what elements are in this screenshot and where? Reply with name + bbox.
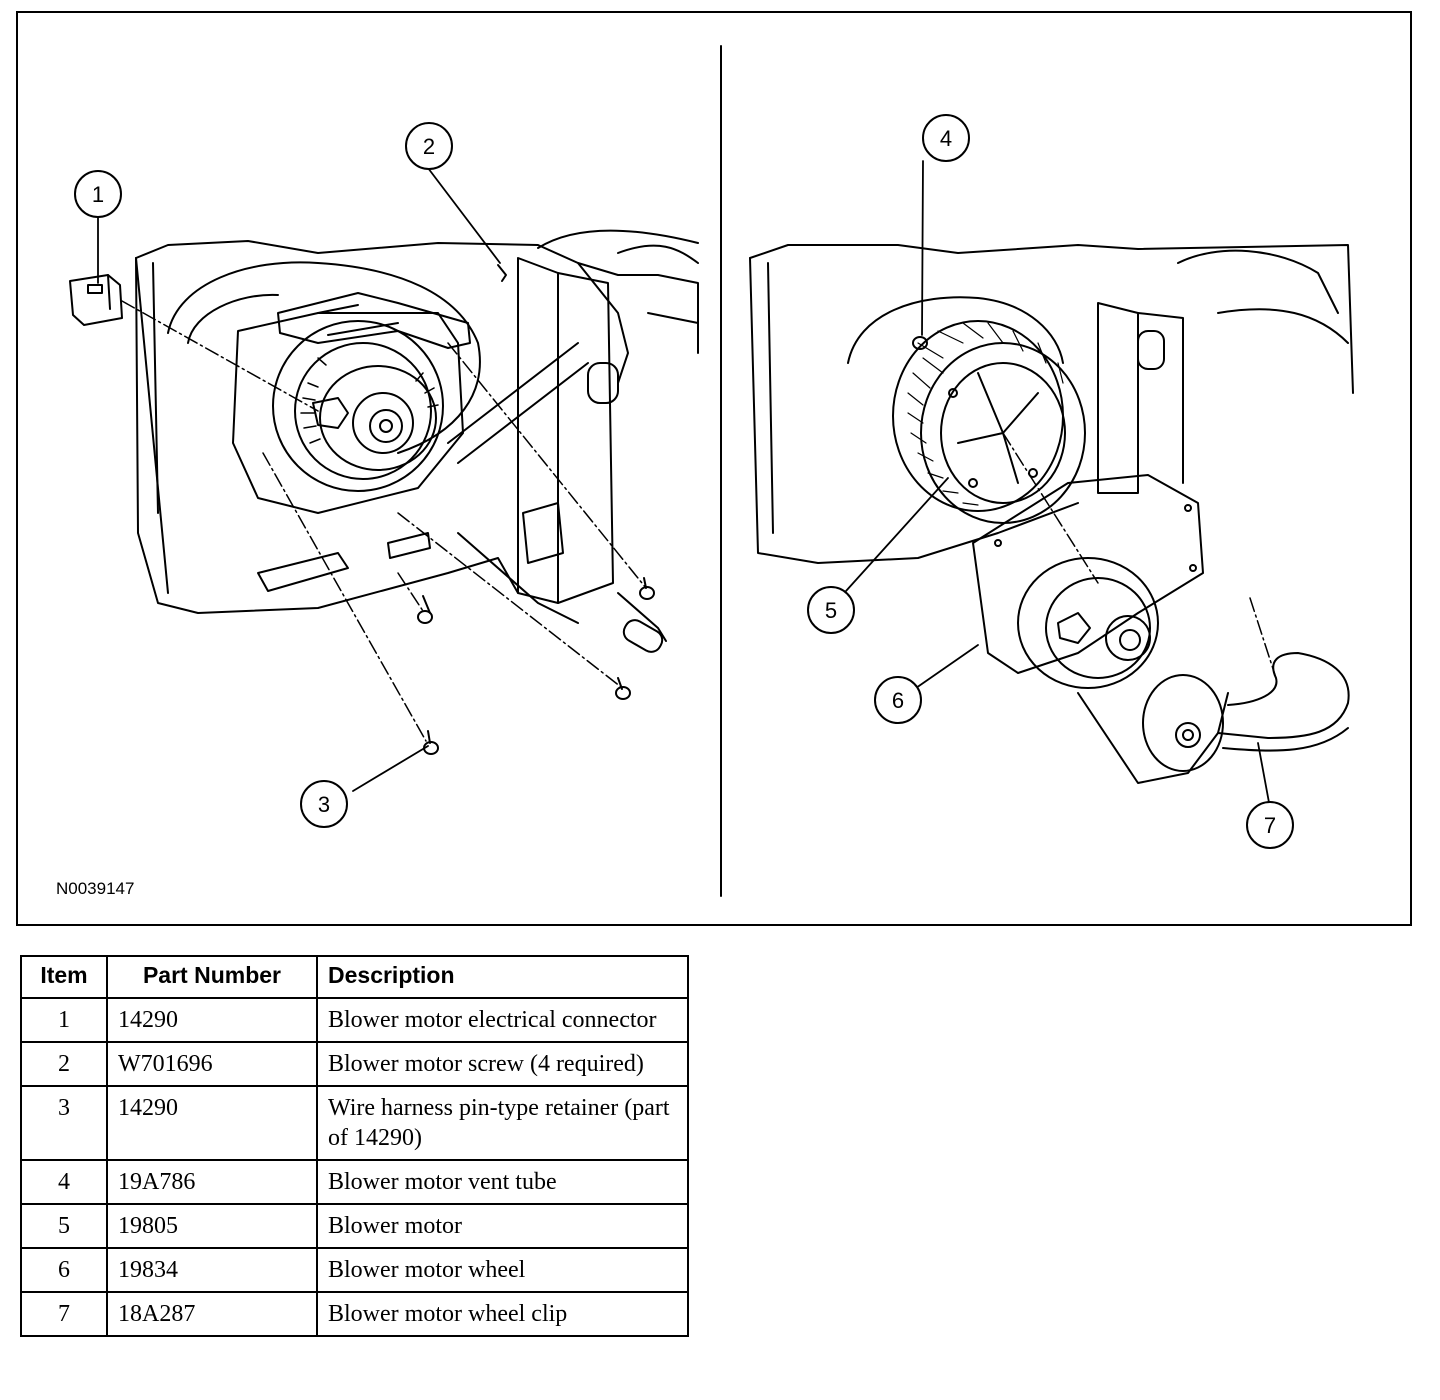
right-panel-assembly (749, 244, 1354, 784)
figure-id-label: N0039147 (56, 879, 135, 898)
cell-part-number: 19805 (106, 1203, 318, 1249)
cell-part-number: W701696 (106, 1041, 318, 1087)
cell-item: 6 (20, 1247, 108, 1293)
cell-item: 7 (20, 1291, 108, 1337)
cell-part-number: 18A287 (106, 1291, 318, 1337)
cell-description: Blower motor vent tube (316, 1159, 689, 1205)
callout-circle-7 (1246, 801, 1294, 849)
callouts (97, 160, 1271, 809)
callout-circle-6 (874, 676, 922, 724)
cell-item: 2 (20, 1041, 108, 1087)
cell-item: 5 (20, 1203, 108, 1249)
table-row: 2 W701696 Blower motor screw (4 required… (20, 1041, 689, 1087)
column-header-description: Description (316, 955, 689, 999)
vent-tube (1217, 652, 1350, 752)
blower-motor (972, 474, 1229, 784)
callout-circle-2 (405, 122, 453, 170)
table-row: 7 18A287 Blower motor wheel clip (20, 1291, 689, 1337)
column-header-item: Item (20, 955, 108, 999)
cell-description: Blower motor wheel clip (316, 1291, 689, 1337)
callout-label-5: 5 (825, 598, 837, 623)
cell-description: Blower motor (316, 1203, 689, 1249)
cell-part-number: 14290 (106, 997, 318, 1043)
blower-motor-illustration: 1 2 3 4 5 6 7 (69, 45, 1354, 897)
cell-item: 4 (20, 1159, 108, 1205)
table-row: 1 14290 Blower motor electrical connecto… (20, 997, 689, 1043)
cell-part-number: 19834 (106, 1247, 318, 1293)
callout-circle-1 (74, 170, 122, 218)
callout-label-4: 4 (940, 126, 952, 151)
cell-description: Blower motor electrical connector (316, 997, 689, 1043)
table-row: 4 19A786 Blower motor vent tube (20, 1159, 689, 1205)
callout-circle-4 (922, 114, 970, 162)
cell-item: 3 (20, 1085, 108, 1161)
left-panel-assembly (69, 229, 699, 755)
callout-label-2: 2 (423, 134, 435, 159)
table-row: 5 19805 Blower motor (20, 1203, 689, 1249)
blower-wheel (892, 320, 1086, 524)
table-row: 6 19834 Blower motor wheel (20, 1247, 689, 1293)
callout-circle-5 (807, 586, 855, 634)
callout-circles: 1 2 3 4 5 6 7 (74, 114, 1294, 849)
screw-parts (417, 577, 655, 755)
cell-part-number: 14290 (106, 1085, 318, 1161)
table-header-row: Item Part Number Description (20, 955, 689, 999)
cell-item: 1 (20, 997, 108, 1043)
callout-label-6: 6 (892, 688, 904, 713)
cell-part-number: 19A786 (106, 1159, 318, 1205)
column-header-part-number: Part Number (106, 955, 318, 999)
exploded-view-figure: 1 2 3 4 5 6 7 N0039147 (16, 11, 1412, 926)
cell-description: Wire harness pin-type retainer (part of … (316, 1085, 689, 1161)
callout-label-1: 1 (92, 182, 104, 207)
callout-label-3: 3 (318, 792, 330, 817)
table-row: 3 14290 Wire harness pin-type retainer (… (20, 1085, 689, 1161)
callout-circle-3 (300, 780, 348, 828)
callout-label-7: 7 (1264, 813, 1276, 838)
parts-table: Item Part Number Description 1 14290 Blo… (20, 955, 689, 1337)
cell-description: Blower motor screw (4 required) (316, 1041, 689, 1087)
cell-description: Blower motor wheel (316, 1247, 689, 1293)
